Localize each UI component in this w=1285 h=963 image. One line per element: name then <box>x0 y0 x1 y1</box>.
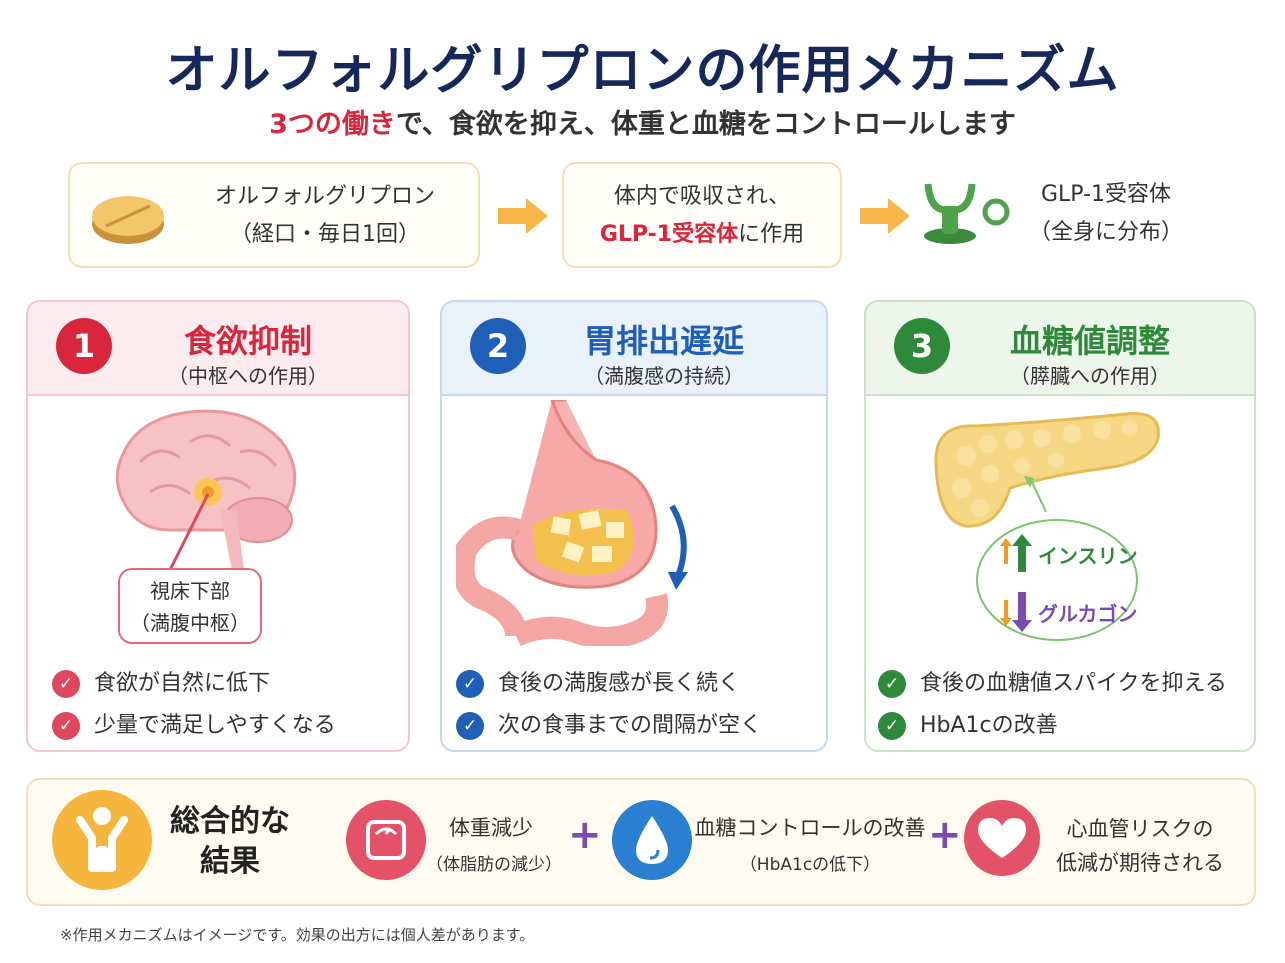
card3-check-1: ✓ 食後の血糖値スパイクを抑える <box>878 665 1227 698</box>
subtitle-highlight: 3つの働き <box>269 109 396 140</box>
page-title: オルフォルグリプロンの作用メカニズム <box>165 41 1120 101</box>
water-drop-icon <box>612 800 692 880</box>
hypothalamus-label-line2: （満腹中枢） <box>130 611 250 635</box>
card2-title: 胃排出遅延 <box>583 322 744 360</box>
hypothalamus-label-line1: 視床下部 <box>150 579 230 603</box>
card2-check-1: ✓ 食後の満腹感が長く続く <box>456 665 740 698</box>
card3-subtitle: （膵臓への作用） <box>1010 364 1170 388</box>
insulin-up-arrow-icon <box>1000 534 1032 572</box>
flow-step2-line1: 体内で吸収され、 <box>613 184 791 209</box>
result-heading-line1: 総合的な <box>170 804 290 839</box>
arrow-right-icon-2 <box>860 198 910 234</box>
tablet-icon <box>92 196 164 244</box>
result-item-weight: 体重減少 （体脂肪の減少） <box>426 812 562 875</box>
plus-sign-1: + <box>568 812 602 858</box>
plus-sign-2: + <box>928 812 962 858</box>
arrow-right-icon <box>498 198 548 234</box>
card3-check-2: ✓ HbA1cの改善 <box>878 707 1058 740</box>
card1-check-2: ✓ 少量で満足しやすくなる <box>52 707 336 740</box>
card1-check-1-text: 食欲が自然に低下 <box>94 671 271 696</box>
hypothalamus-label: 視床下部 （満腹中枢） <box>118 568 262 644</box>
result-item-cardio: 心血管リスクの 低減が期待される <box>1042 812 1238 880</box>
card3-check-2-text: HbA1cの改善 <box>920 713 1058 738</box>
flow-step2-rest: に作用 <box>738 222 805 247</box>
brain-illustration <box>115 409 297 571</box>
flow-step1-line1: オルフォルグリプロン <box>214 184 435 209</box>
hormone-bubble <box>976 476 1138 641</box>
card2-check-1-text: 食後の満腹感が長く続く <box>498 671 741 696</box>
card2-header: 2 胃排出遅延 （満腹感の持続） <box>442 302 826 396</box>
card1-number: 1 <box>56 318 112 374</box>
card1-title: 食欲抑制 <box>183 322 312 360</box>
result-item-cardio-line2: 低減が期待される <box>1056 851 1224 875</box>
result-heading: 総合的な 結果 <box>160 802 300 882</box>
card2-number: 2 <box>470 318 526 374</box>
flow-step3-line2: （全身に分布） <box>1028 220 1183 245</box>
check-icon: ✓ <box>878 712 906 740</box>
card1-header: 1 食欲抑制 （中枢への作用） <box>28 302 408 396</box>
card1-check-2-text: 少量で満足しやすくなる <box>94 713 336 738</box>
scale-icon <box>346 800 426 880</box>
result-item-glucose: 血糖コントロールの改善 （HbA1cの低下） <box>694 812 926 875</box>
check-icon: ✓ <box>52 712 80 740</box>
flow-step-absorb: 体内で吸収され、 GLP-1受容体に作用 <box>562 162 842 268</box>
result-item-weight-line1: 体重減少 <box>449 816 533 840</box>
card2-subtitle: （満腹感の持続） <box>584 364 744 388</box>
card2-check-2: ✓ 次の食事までの間隔が空く <box>456 707 762 740</box>
receptor-icon <box>924 183 1010 244</box>
subtitle-rest: で、食欲を抑え、体重と血糖をコントロールします <box>395 109 1016 140</box>
result-item-cardio-line1: 心血管リスクの <box>1066 817 1214 841</box>
card1-check-1: ✓ 食欲が自然に低下 <box>52 665 270 698</box>
flow-step2-highlight: GLP-1受容体 <box>599 222 739 247</box>
result-item-weight-line2: （体脂肪の減少） <box>426 855 562 875</box>
pancreas-illustration <box>934 412 1160 528</box>
card2-check-2-text: 次の食事までの間隔が空く <box>498 713 763 738</box>
result-item-glucose-line1: 血糖コントロールの改善 <box>694 816 926 840</box>
result-item-glucose-line2: （HbA1cの低下） <box>739 855 881 875</box>
check-icon: ✓ <box>456 712 484 740</box>
flow-step3-line1: GLP-1受容体 <box>1040 182 1172 207</box>
card3-number: 3 <box>894 318 950 374</box>
check-icon: ✓ <box>878 670 906 698</box>
card3-check-1-text: 食後の血糖値スパイクを抑える <box>920 671 1227 696</box>
card3-title: 血糖値調整 <box>1009 322 1170 360</box>
flow-step2-line2: GLP-1受容体に作用 <box>564 216 840 254</box>
page-subtitle: 3つの働きで、食欲を抑え、体重と血糖をコントロールします <box>0 102 1285 141</box>
footnote: ※作用メカニズムはイメージです。効果の出方には個人差があります。 <box>60 926 535 944</box>
insulin-label: インスリン <box>1038 544 1138 568</box>
card3-header: 3 血糖値調整 （膵臓への作用） <box>866 302 1254 396</box>
card1-subtitle: （中枢への作用） <box>168 364 328 388</box>
person-icon <box>52 790 152 890</box>
glucagon-label: グルカゴン <box>1038 602 1138 626</box>
heart-icon <box>964 800 1040 876</box>
check-icon: ✓ <box>456 670 484 698</box>
card-appetite: 1 食欲抑制 （中枢への作用） <box>26 300 410 752</box>
stomach-illustration <box>456 400 688 646</box>
result-heading-line2: 結果 <box>200 844 260 879</box>
flow-step1-line2: （経口・毎日1回） <box>230 222 420 247</box>
check-icon: ✓ <box>52 670 80 698</box>
glucagon-down-arrow-icon <box>1000 592 1032 632</box>
flow-step-drug: オルフォルグリプロン （経口・毎日1回） <box>68 162 480 268</box>
